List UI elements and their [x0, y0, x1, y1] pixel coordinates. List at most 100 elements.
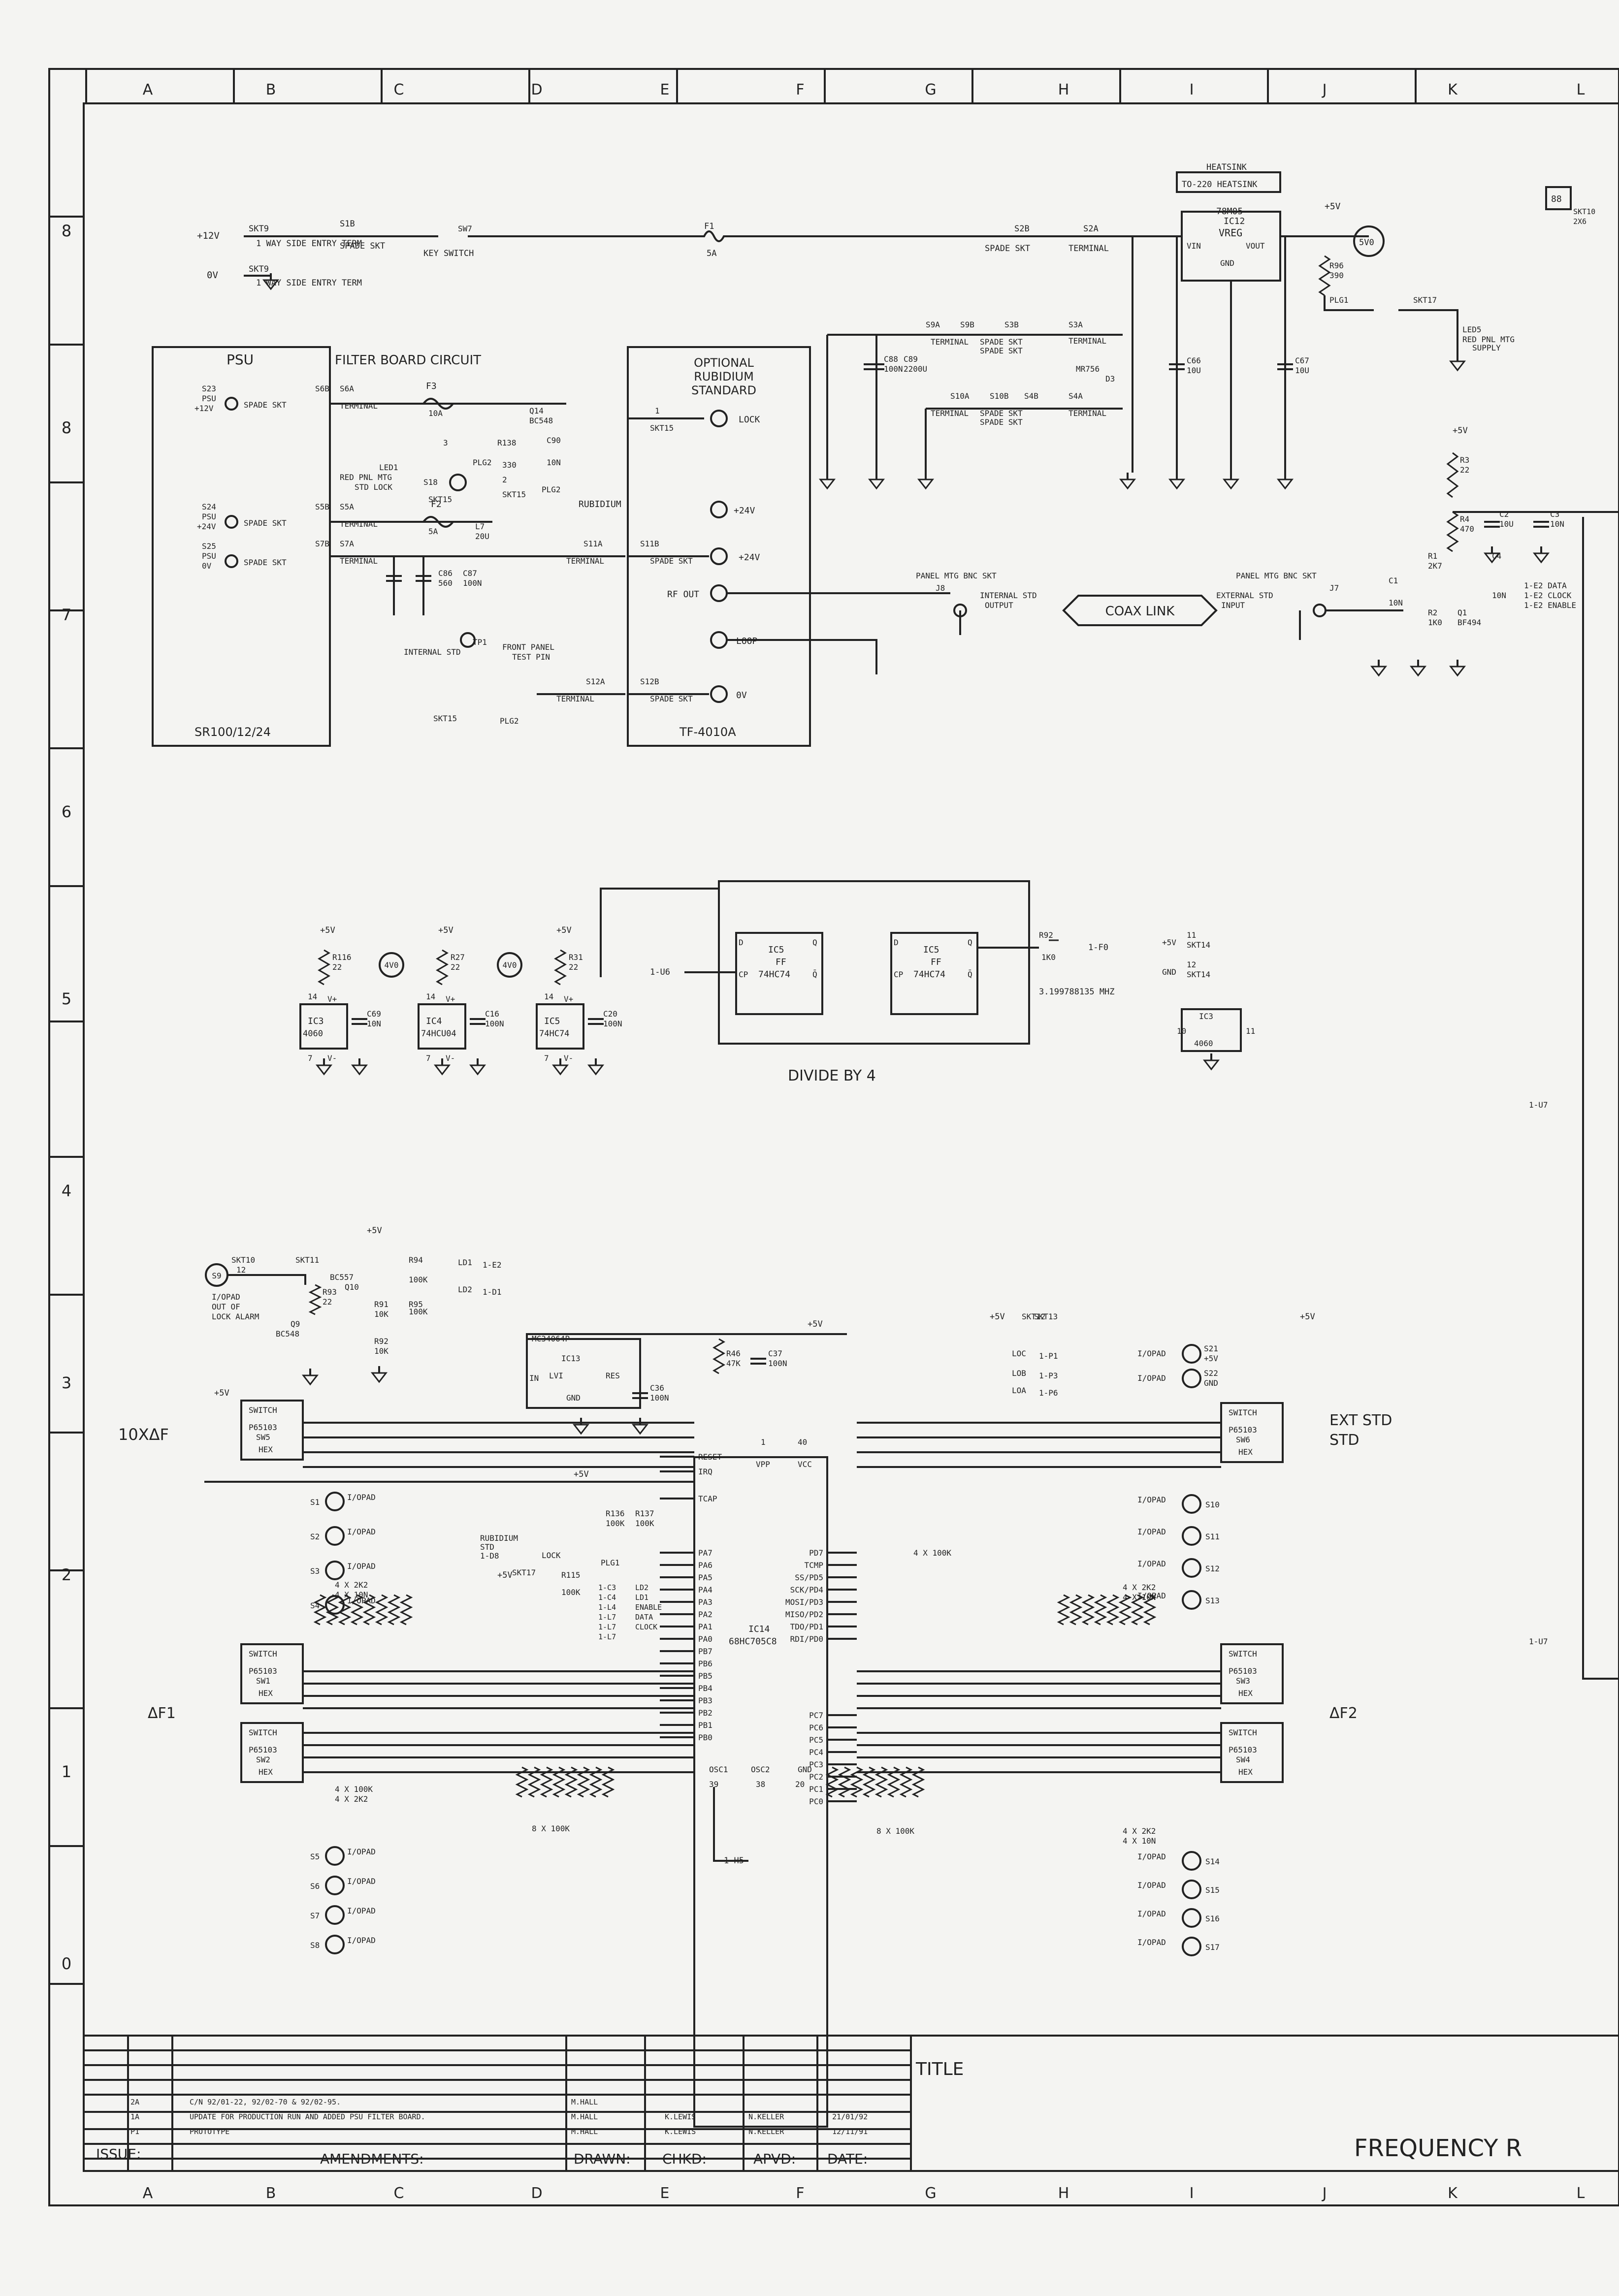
s22: GND	[1204, 1378, 1218, 1388]
p5: +5V	[808, 1319, 823, 1329]
wire	[1324, 295, 1374, 311]
switch-label: SWITCH	[249, 1649, 277, 1658]
psu: +24V	[197, 522, 216, 531]
c90: C90	[547, 436, 561, 445]
pin: 10	[1177, 1026, 1186, 1036]
p: 1-P3	[1039, 1371, 1058, 1380]
ground-symbol	[587, 1064, 605, 1076]
rubidium-side: RUBIDIUM	[579, 499, 621, 510]
mcu-pin-right: PC5	[809, 1735, 823, 1745]
ic13: GND	[566, 1393, 581, 1403]
mcu-pin-left: PA1	[698, 1622, 712, 1631]
pad-label: I/OPAD	[1137, 1495, 1166, 1504]
s18-node	[449, 474, 467, 491]
pad-name: S17	[1205, 1943, 1220, 1952]
sig-src: 1-C4	[598, 1593, 616, 1602]
s10a: S10A	[950, 391, 970, 401]
reg: VREG	[1219, 227, 1242, 239]
c4: 10N	[1492, 591, 1506, 600]
mcu-pin-left: PB6	[698, 1659, 712, 1668]
grid-col-top: I	[1190, 81, 1194, 98]
s22: S22	[1204, 1369, 1218, 1378]
cap: C16	[485, 1009, 499, 1019]
bnc: J8	[936, 583, 945, 593]
led5: RED PNL MTG	[1462, 335, 1515, 344]
ic: IC5	[544, 1016, 560, 1026]
mcu-pin-right: PD7	[809, 1548, 823, 1558]
mcu-pin-right: RDI/PD0	[790, 1634, 823, 1644]
sig: CLOCK	[635, 1623, 657, 1631]
s3b: S3B	[1004, 320, 1019, 329]
amp-out: 1-E2 ENABLE	[1524, 601, 1576, 610]
tb-chkd: K.LEWIS	[665, 2112, 696, 2121]
c89: 2200U	[904, 364, 927, 374]
s25: S25	[202, 542, 216, 551]
r3	[1446, 452, 1459, 498]
ground-symbol	[1202, 1059, 1220, 1071]
tag: 4V0	[503, 960, 517, 970]
mcu-pin-left: PA0	[698, 1634, 712, 1644]
e2: 1-E2	[483, 1260, 502, 1270]
plg1: PLG1	[1329, 295, 1349, 305]
ground-symbol	[433, 1064, 451, 1076]
switch-name: SW1	[256, 1676, 270, 1686]
grid-col-top: H	[1058, 81, 1069, 98]
ld2: LD2	[458, 1285, 472, 1294]
mcu-pin-left: PA7	[698, 1548, 712, 1558]
pad-label: I/OPAD	[1137, 1881, 1166, 1890]
bnc: OUTPUT	[985, 601, 1013, 610]
sig: ENABLE	[635, 1603, 662, 1612]
mcu-pin-left: PA2	[698, 1610, 712, 1619]
switch-name: SW6	[1236, 1435, 1250, 1444]
s3a: S3A	[1069, 320, 1083, 329]
mcu-pin-left: PB2	[698, 1708, 712, 1718]
to220: TO-220 HEATSINK	[1182, 180, 1258, 190]
n: 1	[761, 1437, 766, 1447]
s9: S9	[212, 1271, 221, 1280]
switch-name: SW5	[256, 1433, 270, 1442]
ff: FF	[931, 957, 941, 967]
p5: +5V	[214, 1388, 229, 1398]
switch-label: SWITCH	[249, 1405, 277, 1415]
pad-label: I/OPAD	[1137, 1527, 1166, 1536]
ic3: IC3	[1199, 1012, 1213, 1021]
ic: 74HC74	[539, 1029, 569, 1039]
switch-name: SW2	[256, 1755, 270, 1764]
c67: 10U	[1295, 366, 1309, 375]
cp: CP	[739, 970, 748, 979]
mcu-pin-right: PC7	[809, 1711, 823, 1720]
skt9: SKT9	[249, 264, 269, 274]
res-array	[313, 1594, 327, 1626]
ground-symbol	[1532, 552, 1550, 564]
r0	[318, 949, 330, 986]
grid-col-top: C	[394, 81, 404, 98]
grid-col-top: J	[1322, 81, 1327, 98]
s7a: S7A	[340, 539, 354, 548]
res: 22	[332, 962, 342, 972]
mr756: D3	[1105, 374, 1115, 383]
pad-left	[325, 1492, 345, 1511]
res-array	[399, 1594, 413, 1626]
n: 40	[798, 1437, 807, 1447]
res: 22	[451, 962, 460, 972]
tb-apvd-h: APVD:	[753, 2151, 796, 2167]
sig: DATA	[635, 1613, 653, 1622]
mcu-pin-left: PA3	[698, 1597, 712, 1607]
res-array	[552, 1766, 566, 1798]
plus5: +5V	[1325, 201, 1341, 212]
grid-row: 5	[62, 989, 71, 1008]
amp-out: 1-E2 DATA	[1524, 581, 1567, 590]
fuse-f2	[422, 516, 454, 528]
side: 88	[1551, 194, 1562, 204]
c66: 10U	[1187, 366, 1201, 375]
pad-right	[1182, 1590, 1201, 1610]
res-array	[1131, 1594, 1144, 1626]
tp1: INTERNAL STD	[404, 647, 461, 657]
s12a: S12A	[586, 677, 605, 686]
c4: C4	[1492, 551, 1501, 561]
ground-symbol	[370, 1372, 388, 1383]
q14: BC548	[529, 416, 553, 425]
ic: 74HCU04	[421, 1029, 456, 1039]
spade: SPADE SKT	[985, 244, 1030, 254]
spade: SPADE SKT	[650, 694, 693, 703]
